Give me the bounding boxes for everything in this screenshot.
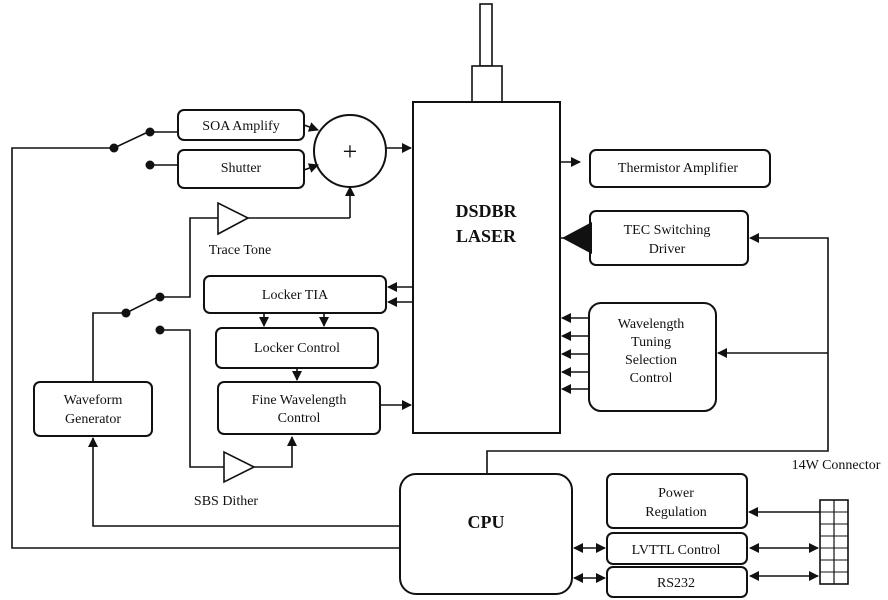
wavelength-tuning-label-line2: Tuning xyxy=(631,335,671,350)
tec-driver-label-line1: TEC Switching xyxy=(624,223,711,238)
signal-lines xyxy=(11,122,829,583)
dsdbr-laser-block: DSDBR LASER xyxy=(412,101,561,434)
trace-tone-label: Trace Tone xyxy=(209,243,271,258)
thermistor-amplifier-block: Thermistor Amplifier xyxy=(589,149,771,188)
locker-control-block: Locker Control xyxy=(215,327,379,369)
fiber-output xyxy=(471,3,503,103)
rs232-label: RS232 xyxy=(657,576,695,591)
power-regulation-block: Power Regulation xyxy=(606,473,748,529)
fine-wavelength-label-line1: Fine Wavelength xyxy=(252,393,347,408)
locker-tia-block: Locker TIA xyxy=(203,275,387,314)
wavelength-tuning-label-line4: Control xyxy=(630,371,673,386)
power-regulation-label-line2: Regulation xyxy=(645,505,706,520)
connector-label: 14W Connector xyxy=(792,458,881,473)
fine-wavelength-control-block: Fine Wavelength Control xyxy=(217,381,381,435)
tec-switching-driver-block: TEC Switching Driver xyxy=(589,210,749,266)
tec-driver-label-line2: Driver xyxy=(649,242,686,257)
wavelength-tuning-label-line1: Wavelength xyxy=(618,317,685,332)
sbs-dither-amplifier: SBS Dither xyxy=(194,450,259,509)
rs232-block: RS232 xyxy=(606,566,748,598)
laser-label-line2: LASER xyxy=(456,226,517,246)
power-regulation-label-line1: Power xyxy=(658,486,694,501)
wavelength-tuning-block: Wavelength Tuning Selection Control xyxy=(588,302,717,412)
trace-tone-amplifier: Trace Tone xyxy=(209,201,271,258)
waveform-generator-label-line2: Generator xyxy=(65,412,121,427)
fine-wavelength-label-line2: Control xyxy=(278,411,321,426)
summer-plus-symbol: + xyxy=(343,137,358,166)
lvttl-control-label: LVTTL Control xyxy=(632,543,721,558)
locker-tia-label: Locker TIA xyxy=(262,288,329,303)
locker-control-label: Locker Control xyxy=(254,341,340,356)
sbs-dither-label: SBS Dither xyxy=(194,494,259,509)
waveform-generator-block: Waveform Generator xyxy=(33,381,153,437)
soa-amplify-label: SOA Amplify xyxy=(202,119,279,134)
connector-14w: 14W Connector xyxy=(792,458,881,585)
wavelength-tuning-label-line3: Selection xyxy=(625,353,677,368)
laser-label-line1: DSDBR xyxy=(455,201,517,221)
cpu-label: CPU xyxy=(468,512,505,532)
shutter-block: Shutter xyxy=(177,149,305,189)
cpu-block: CPU xyxy=(399,473,573,595)
shutter-label: Shutter xyxy=(221,161,262,176)
lvttl-control-block: LVTTL Control xyxy=(606,532,748,565)
waveform-generator-label-line1: Waveform xyxy=(64,393,123,408)
soa-amplify-block: SOA Amplify xyxy=(177,109,305,141)
summing-junction: + xyxy=(313,114,387,188)
thermistor-amplifier-label: Thermistor Amplifier xyxy=(618,161,738,176)
